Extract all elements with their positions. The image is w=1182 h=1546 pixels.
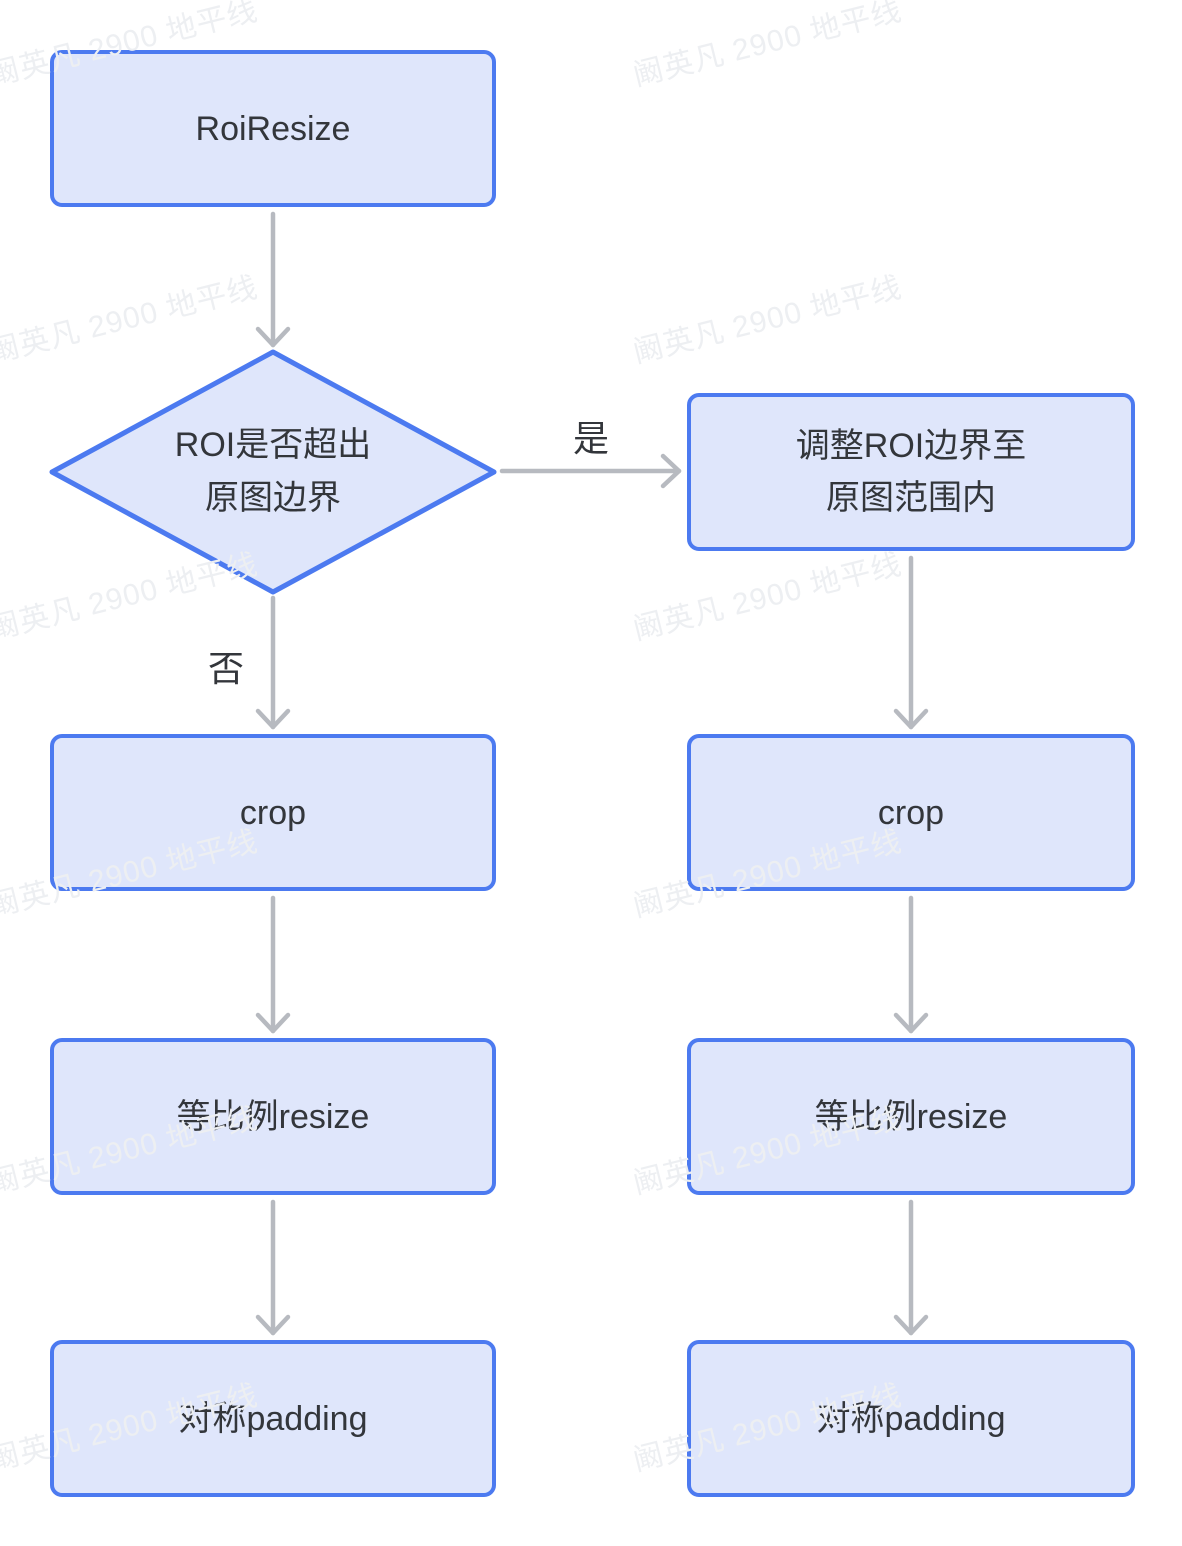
node-crop-right: crop (687, 734, 1135, 891)
adjust-line-1: 调整ROI边界至 (795, 427, 1027, 465)
node-decision-shape (49, 349, 497, 595)
decision-line-1: ROI是否超出 (174, 426, 372, 464)
node-resize-left: 等比例resize (50, 1038, 496, 1195)
node-resize-right: 等比例resize (687, 1038, 1135, 1195)
arrow-decision-to-adjust (499, 453, 682, 489)
watermark-text: 阚英凡 2900 地平线 (629, 547, 906, 647)
edge-label-no: 否 (207, 648, 244, 689)
node-decision-label: ROI是否超出 原图边界 (52, 419, 494, 525)
node-padding-right: 对称padding (687, 1340, 1135, 1497)
arrow-crop-to-resize-right (893, 895, 929, 1034)
node-roiresize: RoiResize (50, 50, 496, 207)
arrow-start-to-decision (255, 211, 291, 348)
edge-label-yes: 是 (572, 418, 609, 459)
watermark-text: 阚英凡 2900 地平线 (629, 270, 906, 370)
node-crop-left: crop (50, 734, 496, 891)
arrow-resize-to-padding-right (893, 1199, 929, 1336)
arrow-decision-to-crop-left (255, 595, 291, 730)
node-adjust-roi: 调整ROI边界至 原图范围内 (687, 393, 1135, 551)
arrow-crop-to-resize-left (255, 895, 291, 1034)
watermark-text: 阚英凡 2900 地平线 (629, 0, 906, 93)
arrow-resize-to-padding-left (255, 1199, 291, 1336)
node-padding-left: 对称padding (50, 1340, 496, 1497)
arrow-adjust-to-crop-right (893, 555, 929, 730)
decision-line-2: 原图边界 (205, 479, 341, 517)
adjust-line-2: 原图范围内 (826, 479, 996, 517)
